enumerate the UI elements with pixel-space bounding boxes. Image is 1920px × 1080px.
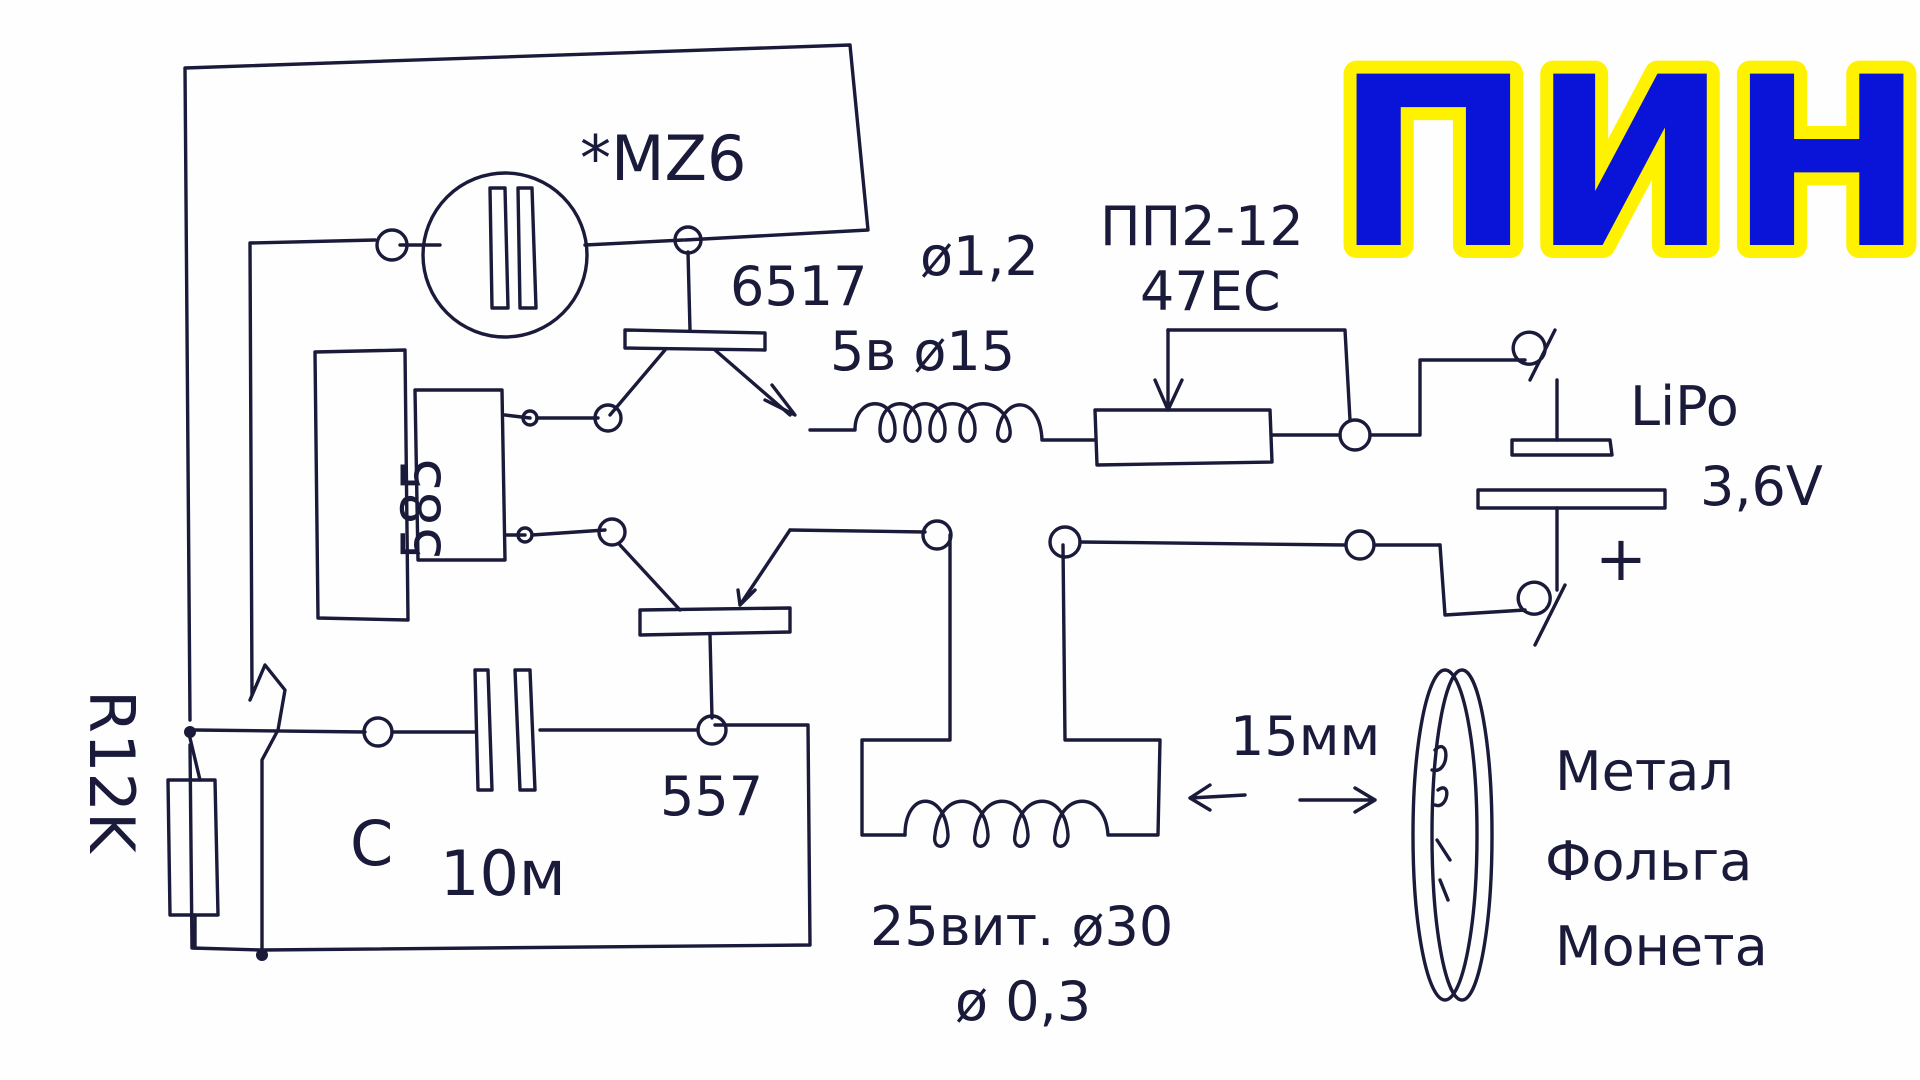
transistor-top-label: 6517 [730,255,867,318]
battery-lipo [1368,328,1667,647]
outer-loop-wire [183,43,870,952]
distance-arrows [1188,783,1377,814]
chip-585 [313,348,607,622]
relay-mz6 [375,171,703,339]
banner-title: ПИН [1335,28,1920,301]
coil-big-label: 25вит. ø30 [870,895,1173,958]
coin-target [1411,668,1494,1002]
capacitor-name-label: C [350,807,393,880]
target-label-coin: Монета [1555,915,1768,978]
pot-value-label: 47ЕС [1140,260,1281,323]
battery-voltage-label: 3,6V [1700,455,1823,518]
transistor-top [593,250,797,433]
target-label-foil: Фольга [1545,830,1752,893]
capacitor-c10 [193,668,700,792]
capacitor-value-label: 10м [440,837,566,910]
resistor-label: R12K [75,690,148,854]
chip-label: 585 [390,457,453,560]
coil-small [808,402,1097,443]
potentiometer [1093,328,1372,467]
battery-plus-label: + [1595,522,1647,595]
transistor-bottom-label: 557 [660,765,763,828]
transistor-bottom [597,517,953,746]
wire-diameter-label: ø1,2 [920,225,1039,288]
pot-model-label: ПП2-12 [1100,195,1304,258]
distance-label: 15мм [1230,705,1380,768]
target-label-metal: Метал [1555,740,1734,803]
relay-label: *MZ6 [580,122,746,195]
coil-big [860,525,1442,848]
coil-small-label: 5в ø15 [830,320,1015,383]
inner-vertical-wire [248,238,377,952]
coil-wire-label: ø 0,3 [955,970,1091,1033]
resistor-r12k [166,726,268,961]
battery-type-label: LiPo [1630,375,1739,438]
